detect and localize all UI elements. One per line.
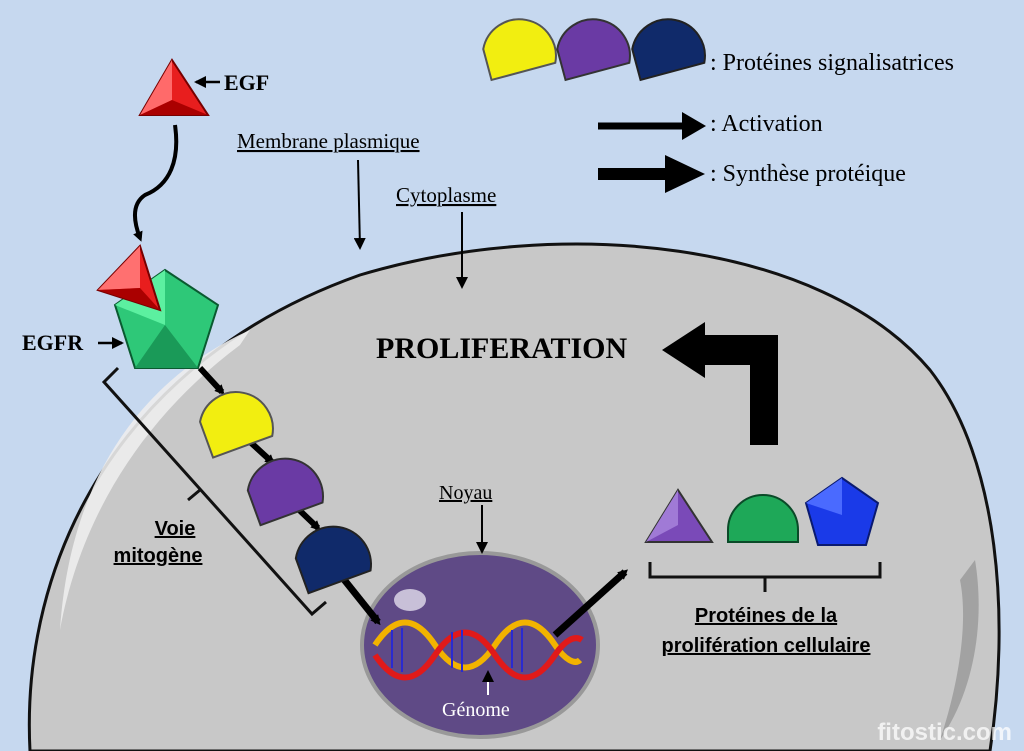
- yellow-signal-protein-icon: [198, 391, 274, 459]
- purple-signal-protein-icon: [246, 457, 324, 527]
- legend-signal-proteins-label: : Protéines signalisatrices: [710, 50, 954, 76]
- egfr-label: EGFR: [22, 330, 84, 355]
- proliferation-label: PROLIFERATION: [376, 332, 627, 365]
- cascade-arrow-1: [197, 365, 225, 395]
- cell-shadow: [940, 560, 979, 740]
- navy-signal-protein-icon: [294, 525, 372, 595]
- nucleolus: [394, 589, 426, 611]
- legend: [482, 18, 706, 193]
- egf-label: EGF: [224, 70, 269, 95]
- membrane-label: Membrane plasmique: [237, 129, 420, 153]
- pathway-label-line1: Voie: [155, 518, 196, 540]
- egf-bound-icon: [96, 244, 162, 312]
- watermark: fitostic.com: [877, 719, 1012, 746]
- genome-label: Génome: [442, 699, 510, 721]
- legend-activation-label: : Activation: [710, 111, 823, 137]
- proliferation-arrow: [662, 322, 778, 445]
- legend-yellow-protein-icon: [482, 18, 557, 82]
- green-dome-protein-icon: [727, 494, 799, 543]
- dna-helix: [372, 619, 584, 681]
- membrane-pointer: [353, 159, 366, 250]
- legend-purple-protein-icon: [556, 18, 631, 82]
- nucleus-label: Noyau: [439, 482, 492, 504]
- synthesis-arrow: [552, 569, 628, 638]
- legend-navy-protein-icon: [631, 18, 706, 82]
- purple-triangle-protein-icon: [644, 488, 714, 543]
- cell-highlight: [60, 330, 250, 630]
- egf-ligand-icon: [138, 58, 210, 116]
- legend-synthesis-label: : Synthèse protéique: [710, 161, 906, 187]
- pathway-bracket-tick: [187, 488, 201, 502]
- egf-binding-arrow: [133, 124, 179, 242]
- pathway-label-line2: mitogène: [114, 545, 203, 567]
- proteins-label-line1: Protéines de la: [695, 605, 838, 627]
- pathway-bracket: [101, 366, 327, 617]
- proteins-bracket: [648, 562, 882, 592]
- dna-strand-2: [372, 629, 584, 681]
- blue-pentagon-protein-icon: [804, 476, 880, 546]
- proteins-label-line2: prolifération cellulaire: [662, 635, 871, 657]
- cytoplasm-label: Cytoplasme: [396, 183, 496, 207]
